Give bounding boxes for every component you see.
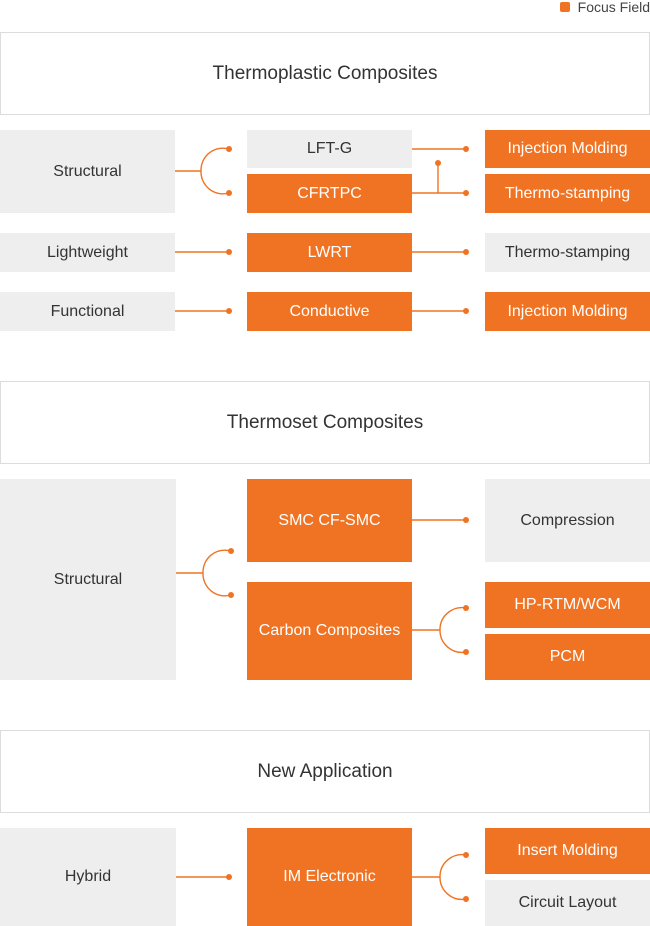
material-lft-g: LFT-G [247, 130, 412, 168]
connector-line [439, 606, 467, 654]
section-header-new-application: New Application [0, 730, 650, 813]
connector-dot [463, 517, 469, 523]
material-lwrt: LWRT [247, 233, 412, 272]
connector-dot [463, 190, 469, 196]
process-pcm: PCM [485, 634, 650, 680]
connector-dot [435, 160, 441, 166]
material-conductive: Conductive [247, 292, 412, 331]
process-insert-molding: Insert Molding [485, 828, 650, 874]
connector-line [202, 549, 232, 597]
connector-line [439, 853, 467, 901]
connector-dot [226, 146, 232, 152]
connector-dot [226, 874, 232, 880]
connector-dot [226, 308, 232, 314]
material-carbon-composites: Carbon Composites [247, 582, 412, 680]
connector-dot [228, 592, 234, 598]
connector-dot [226, 249, 232, 255]
connector-dot [463, 896, 469, 902]
category-lightweight: Lightweight [0, 233, 175, 272]
process-thermo-stamping: Thermo-stamping [485, 233, 650, 272]
section-header-thermoset: Thermoset Composites [0, 381, 650, 464]
connector-dot [463, 605, 469, 611]
connector-dot [463, 249, 469, 255]
process-circuit-layout: Circuit Layout [485, 880, 650, 926]
process-hp-rtm-wcm: HP-RTM/WCM [485, 582, 650, 628]
process-injection-molding: Injection Molding [485, 130, 650, 168]
connector-dot [463, 852, 469, 858]
process-thermo-stamping: Thermo-stamping [485, 174, 650, 213]
material-im-electronic: IM Electronic [247, 828, 412, 926]
category-structural: Structural [0, 130, 175, 213]
section-header-thermoplastic: Thermoplastic Composites [0, 32, 650, 115]
material-cfrtpc: CFRTPC [247, 174, 412, 213]
connector-dot [463, 146, 469, 152]
process-injection-molding: Injection Molding [485, 292, 650, 331]
legend-label: Focus Field [577, 0, 650, 15]
connector-dot [228, 548, 234, 554]
legend: Focus Field [559, 0, 650, 15]
category-hybrid: Hybrid [0, 828, 176, 926]
process-compression: Compression [485, 479, 650, 562]
material-smc-cf-smc: SMC CF-SMC [247, 479, 412, 562]
connector-dot [226, 190, 232, 196]
connector-line [200, 147, 230, 195]
category-functional: Functional [0, 292, 175, 331]
connector-dot [463, 308, 469, 314]
focus-field-swatch [559, 2, 570, 12]
connector-dot [463, 649, 469, 655]
category-structural: Structural [0, 479, 176, 680]
